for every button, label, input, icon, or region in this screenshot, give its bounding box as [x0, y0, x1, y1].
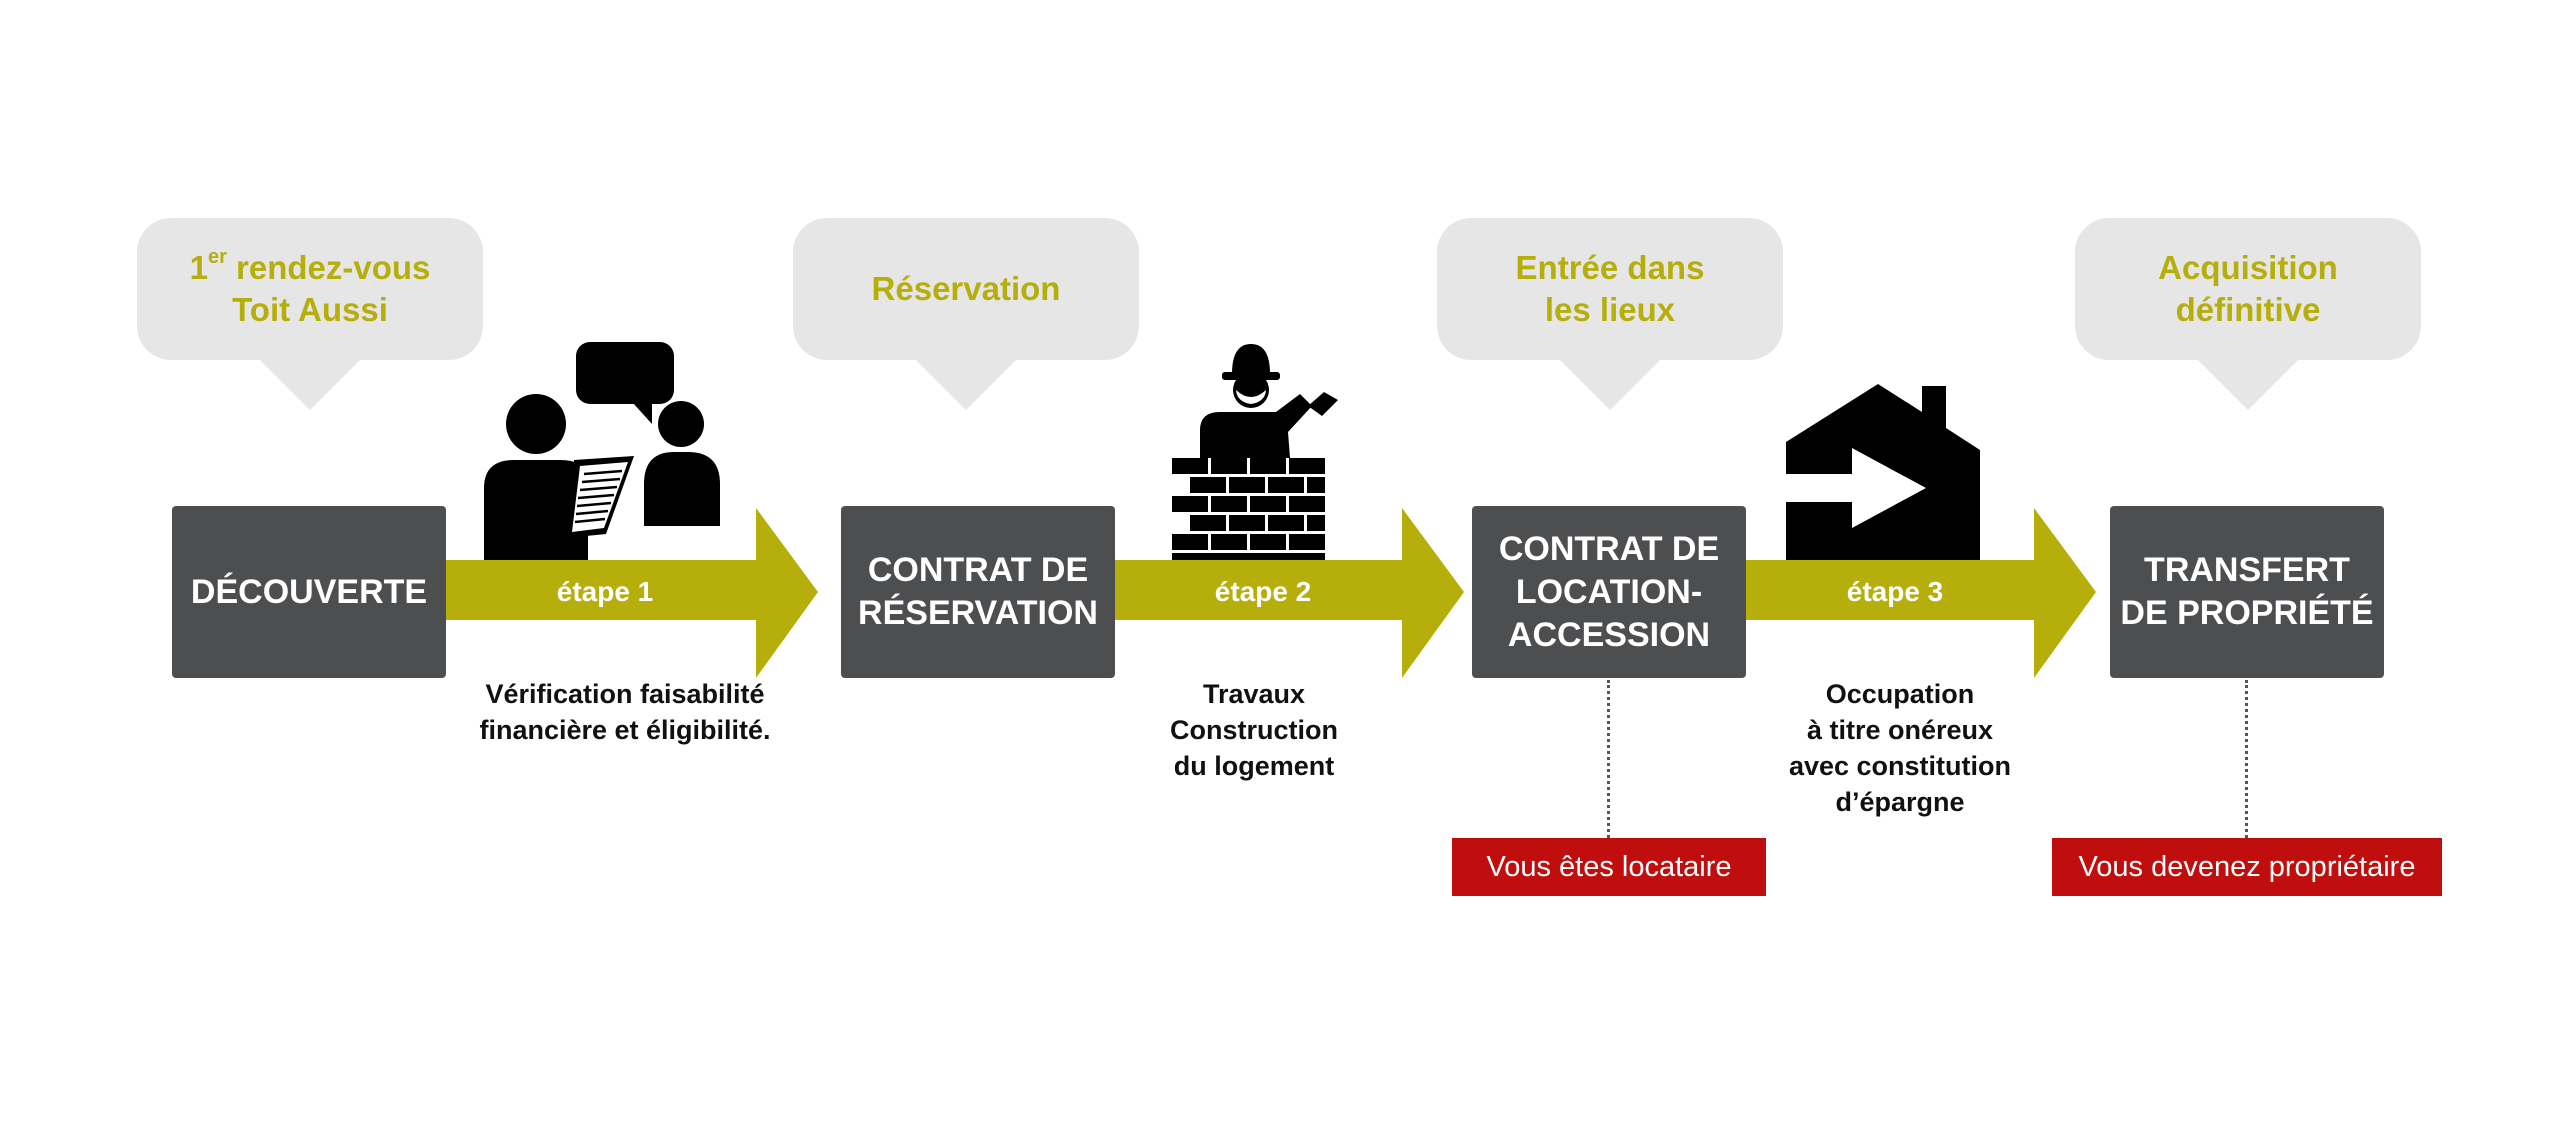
desc-step-2: Travaux Construction du logement	[1104, 676, 1404, 784]
arrow-step-3: étape 3	[1744, 508, 2096, 678]
bubble-acquisition: Acquisition définitive	[2075, 218, 2421, 410]
box-reservation-contract-line2: RÉSERVATION	[858, 594, 1098, 632]
desc-step-3-line3: avec constitution	[1788, 751, 2012, 781]
bubble-first-meeting-rest: rendez-vous	[226, 249, 431, 286]
box-lease-purchase-contract: CONTRAT DE LOCATION- ACCESSION	[1472, 506, 1746, 678]
desc-step-3-line1: Occupation	[1825, 679, 1975, 709]
box-reservation-contract-line1: CONTRAT DE	[867, 551, 1089, 589]
bubble-move-in: Entrée dans les lieux	[1437, 218, 1783, 410]
desc-step-3-line4: d’épargne	[1835, 787, 1965, 817]
bubble-acquisition-line2: définitive	[2175, 291, 2321, 328]
badge-tenant: Vous êtes locataire	[1452, 838, 1766, 896]
bubble-first-meeting-sup: er	[207, 246, 227, 268]
box-reservation-contract: CONTRAT DE RÉSERVATION	[841, 506, 1115, 678]
bubble-first-meeting-number: 1	[189, 249, 208, 286]
desc-step-2-line2: Construction	[1170, 715, 1338, 745]
builder-bricklayer-icon	[1168, 340, 1358, 560]
arrow-step-1: étape 1	[442, 508, 818, 678]
dotted-connector-owner	[2245, 680, 2248, 838]
arrow-step-2-label: étape 2	[1214, 576, 1312, 607]
dotted-connector-tenant	[1607, 680, 1610, 838]
desc-step-1: Vérification faisabilité financière et é…	[440, 676, 810, 748]
arrow-step-2: étape 2	[1112, 508, 1464, 678]
bubble-first-meeting-line1: 1er rendez-vous	[190, 247, 431, 289]
arrow-step-1-label: étape 1	[556, 576, 654, 607]
box-discovery: DÉCOUVERTE	[172, 506, 446, 678]
house-entry-icon	[1786, 382, 1986, 562]
meeting-people-icon	[484, 338, 724, 562]
bubble-first-meeting: 1er rendez-vous Toit Aussi	[137, 218, 483, 410]
desc-step-2-line1: Travaux	[1202, 679, 1306, 709]
box-lease-purchase-contract-line3: ACCESSION	[1507, 615, 1711, 654]
box-lease-purchase-contract-line2: LOCATION-	[1515, 572, 1703, 611]
box-lease-purchase-contract-line1: CONTRAT DE	[1498, 529, 1720, 568]
arrow-step-3-label: étape 3	[1846, 576, 1944, 607]
desc-step-1-line1: Vérification faisabilité	[485, 679, 765, 709]
desc-step-1-line2: financière et éligibilité.	[479, 715, 771, 745]
desc-step-2-line3: du logement	[1173, 751, 1335, 781]
bubble-first-meeting-line2: Toit Aussi	[232, 291, 388, 328]
box-property-transfer-line1: TRANSFERT	[2144, 551, 2350, 589]
bubble-move-in-line1: Entrée dans	[1515, 249, 1705, 286]
box-property-transfer: TRANSFERT DE PROPRIÉTÉ	[2110, 506, 2384, 678]
bubble-reservation-line1: Réservation	[871, 270, 1061, 307]
desc-step-3: Occupation à titre onéreux avec constitu…	[1740, 676, 2060, 820]
box-discovery-line1: DÉCOUVERTE	[190, 572, 428, 611]
bubble-reservation: Réservation	[793, 218, 1139, 410]
desc-step-3-line2: à titre onéreux	[1806, 715, 1994, 745]
bubble-move-in-line2: les lieux	[1544, 291, 1676, 328]
box-property-transfer-line2: DE PROPRIÉTÉ	[2120, 594, 2374, 632]
bubble-acquisition-line1: Acquisition	[2158, 249, 2338, 286]
badge-owner: Vous devenez propriétaire	[2052, 838, 2442, 896]
